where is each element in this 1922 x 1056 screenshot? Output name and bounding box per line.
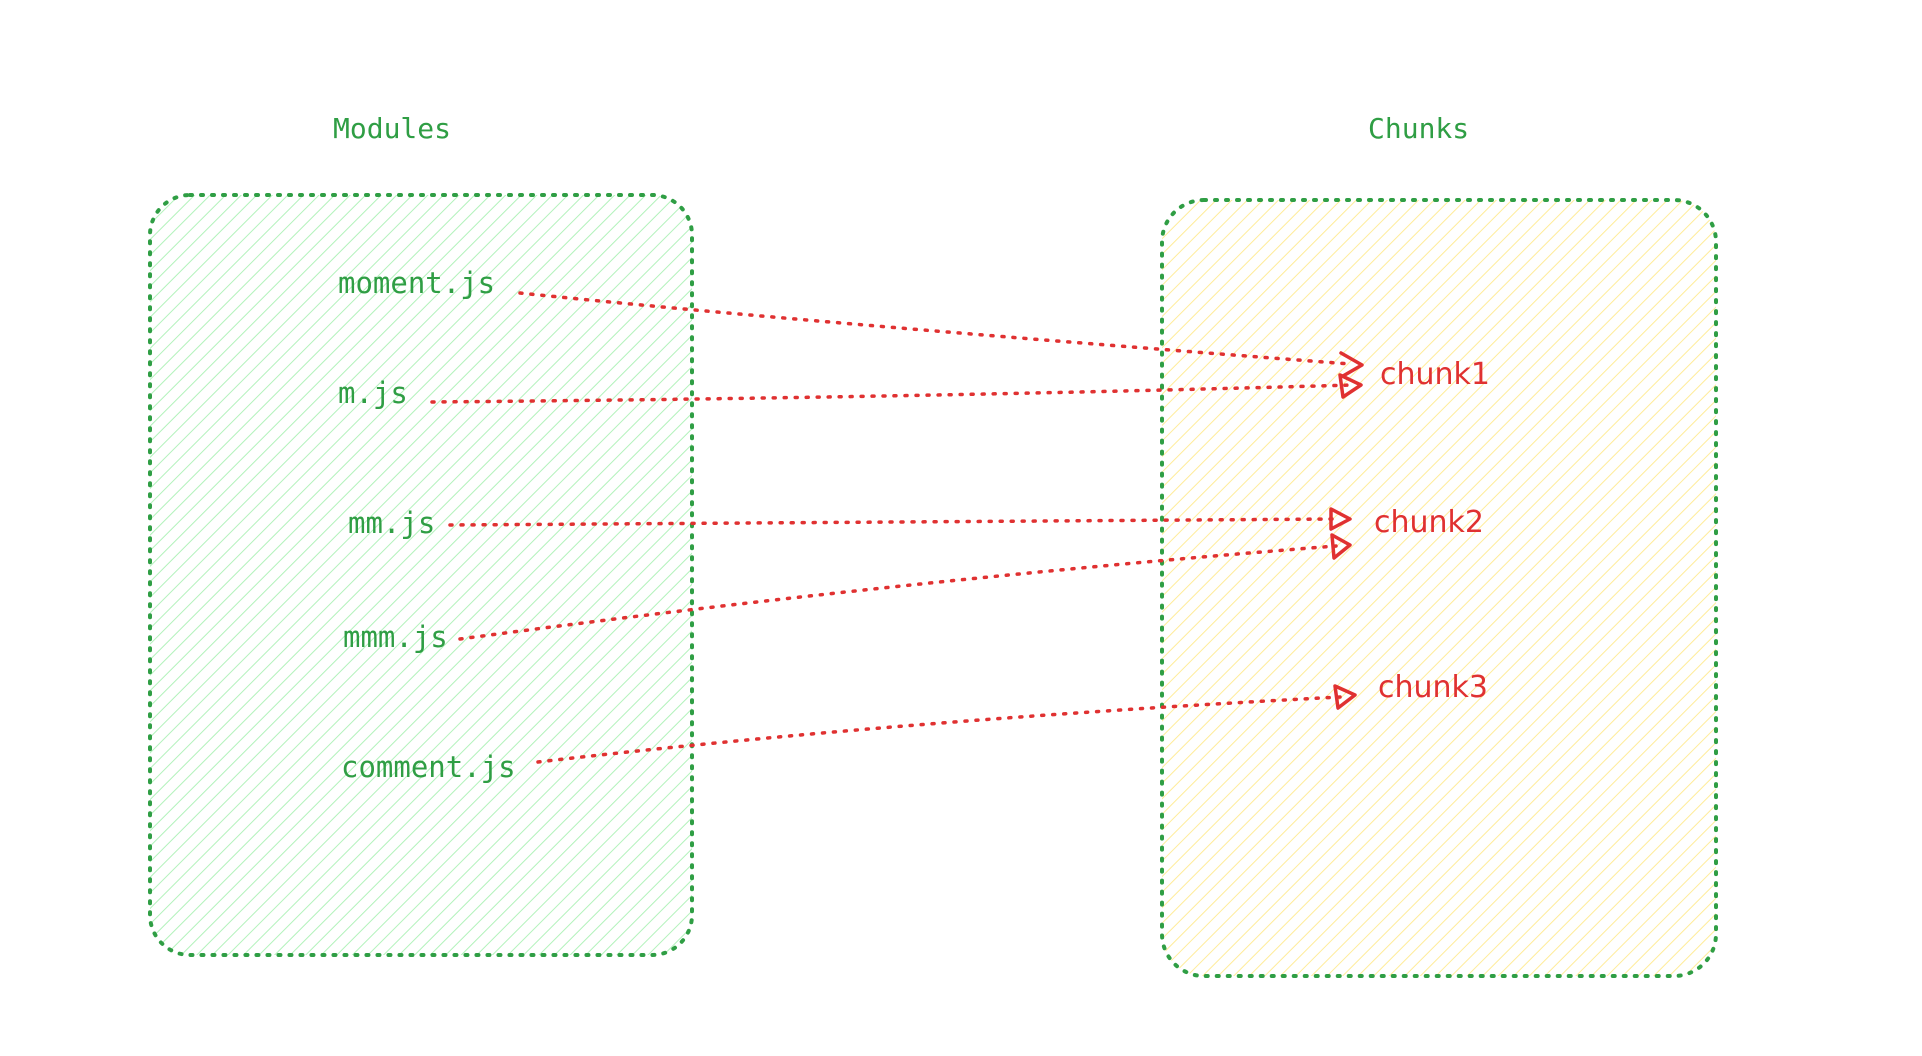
chunks-list: chunk1 chunk2 chunk3	[1374, 357, 1490, 705]
arrow-m-to-chunk1	[430, 373, 1363, 404]
module-mm-js: mm.js	[348, 506, 435, 540]
chunk3-label: chunk3	[1378, 670, 1488, 705]
modules-list: moment.js m.js mm.js mmm.js comment.js	[338, 266, 516, 784]
arrow-mmm-to-chunk2	[458, 533, 1352, 641]
module-moment-js: moment.js	[338, 266, 495, 300]
arrow-mm-to-chunk2	[448, 507, 1352, 531]
chunks-heading: Chunks	[1368, 112, 1469, 145]
chunk1-label: chunk1	[1380, 357, 1490, 392]
arrow-moment-to-chunk1	[518, 291, 1364, 378]
module-m-js: m.js	[338, 376, 408, 410]
modules-heading: Modules	[333, 112, 451, 145]
module-mmm-js: mmm.js	[343, 620, 448, 654]
chunk2-label: chunk2	[1374, 505, 1484, 540]
connection-arrows	[430, 291, 1364, 764]
module-comment-js: comment.js	[341, 750, 516, 784]
arrow-comment-to-chunk3	[536, 684, 1357, 764]
modules-panel	[148, 193, 694, 957]
chunks-panel	[1160, 198, 1718, 978]
